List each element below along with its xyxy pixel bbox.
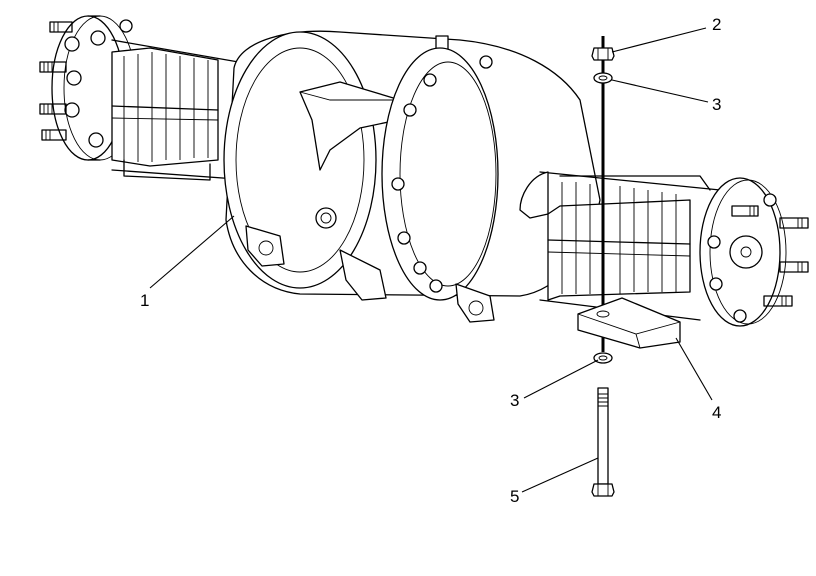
nut-item-2 <box>591 47 615 61</box>
callout-5: 5 <box>510 487 519 506</box>
right-flange <box>699 177 809 327</box>
callout-labels: 1 2 3 3 4 5 <box>140 15 721 506</box>
left-flange-bolts <box>64 19 133 148</box>
callout-4: 4 <box>712 403 721 422</box>
callout-1: 1 <box>140 291 149 310</box>
leader-3-lower <box>523 359 599 399</box>
carrier-bolts <box>391 55 493 293</box>
leader-1 <box>149 215 235 289</box>
right-studs <box>731 205 809 307</box>
leader-4 <box>675 337 713 401</box>
washer-item-3-upper <box>593 72 613 84</box>
right-axle-tube <box>519 171 721 321</box>
left-studs <box>39 21 73 141</box>
mounting-plate-item-4 <box>577 297 681 349</box>
washer-item-3-lower <box>593 352 613 364</box>
leader-3-upper <box>611 79 709 103</box>
leader-lines <box>149 27 713 493</box>
leader-2 <box>611 27 707 53</box>
left-flange <box>39 15 137 161</box>
callout-2: 2 <box>712 15 721 34</box>
carrier-flange <box>381 47 499 323</box>
callout-3-lower: 3 <box>510 391 519 410</box>
callout-3-upper: 3 <box>712 95 721 114</box>
bolt-item-5 <box>591 387 615 497</box>
right-flange-bolts <box>707 193 777 323</box>
leader-5 <box>521 457 599 493</box>
